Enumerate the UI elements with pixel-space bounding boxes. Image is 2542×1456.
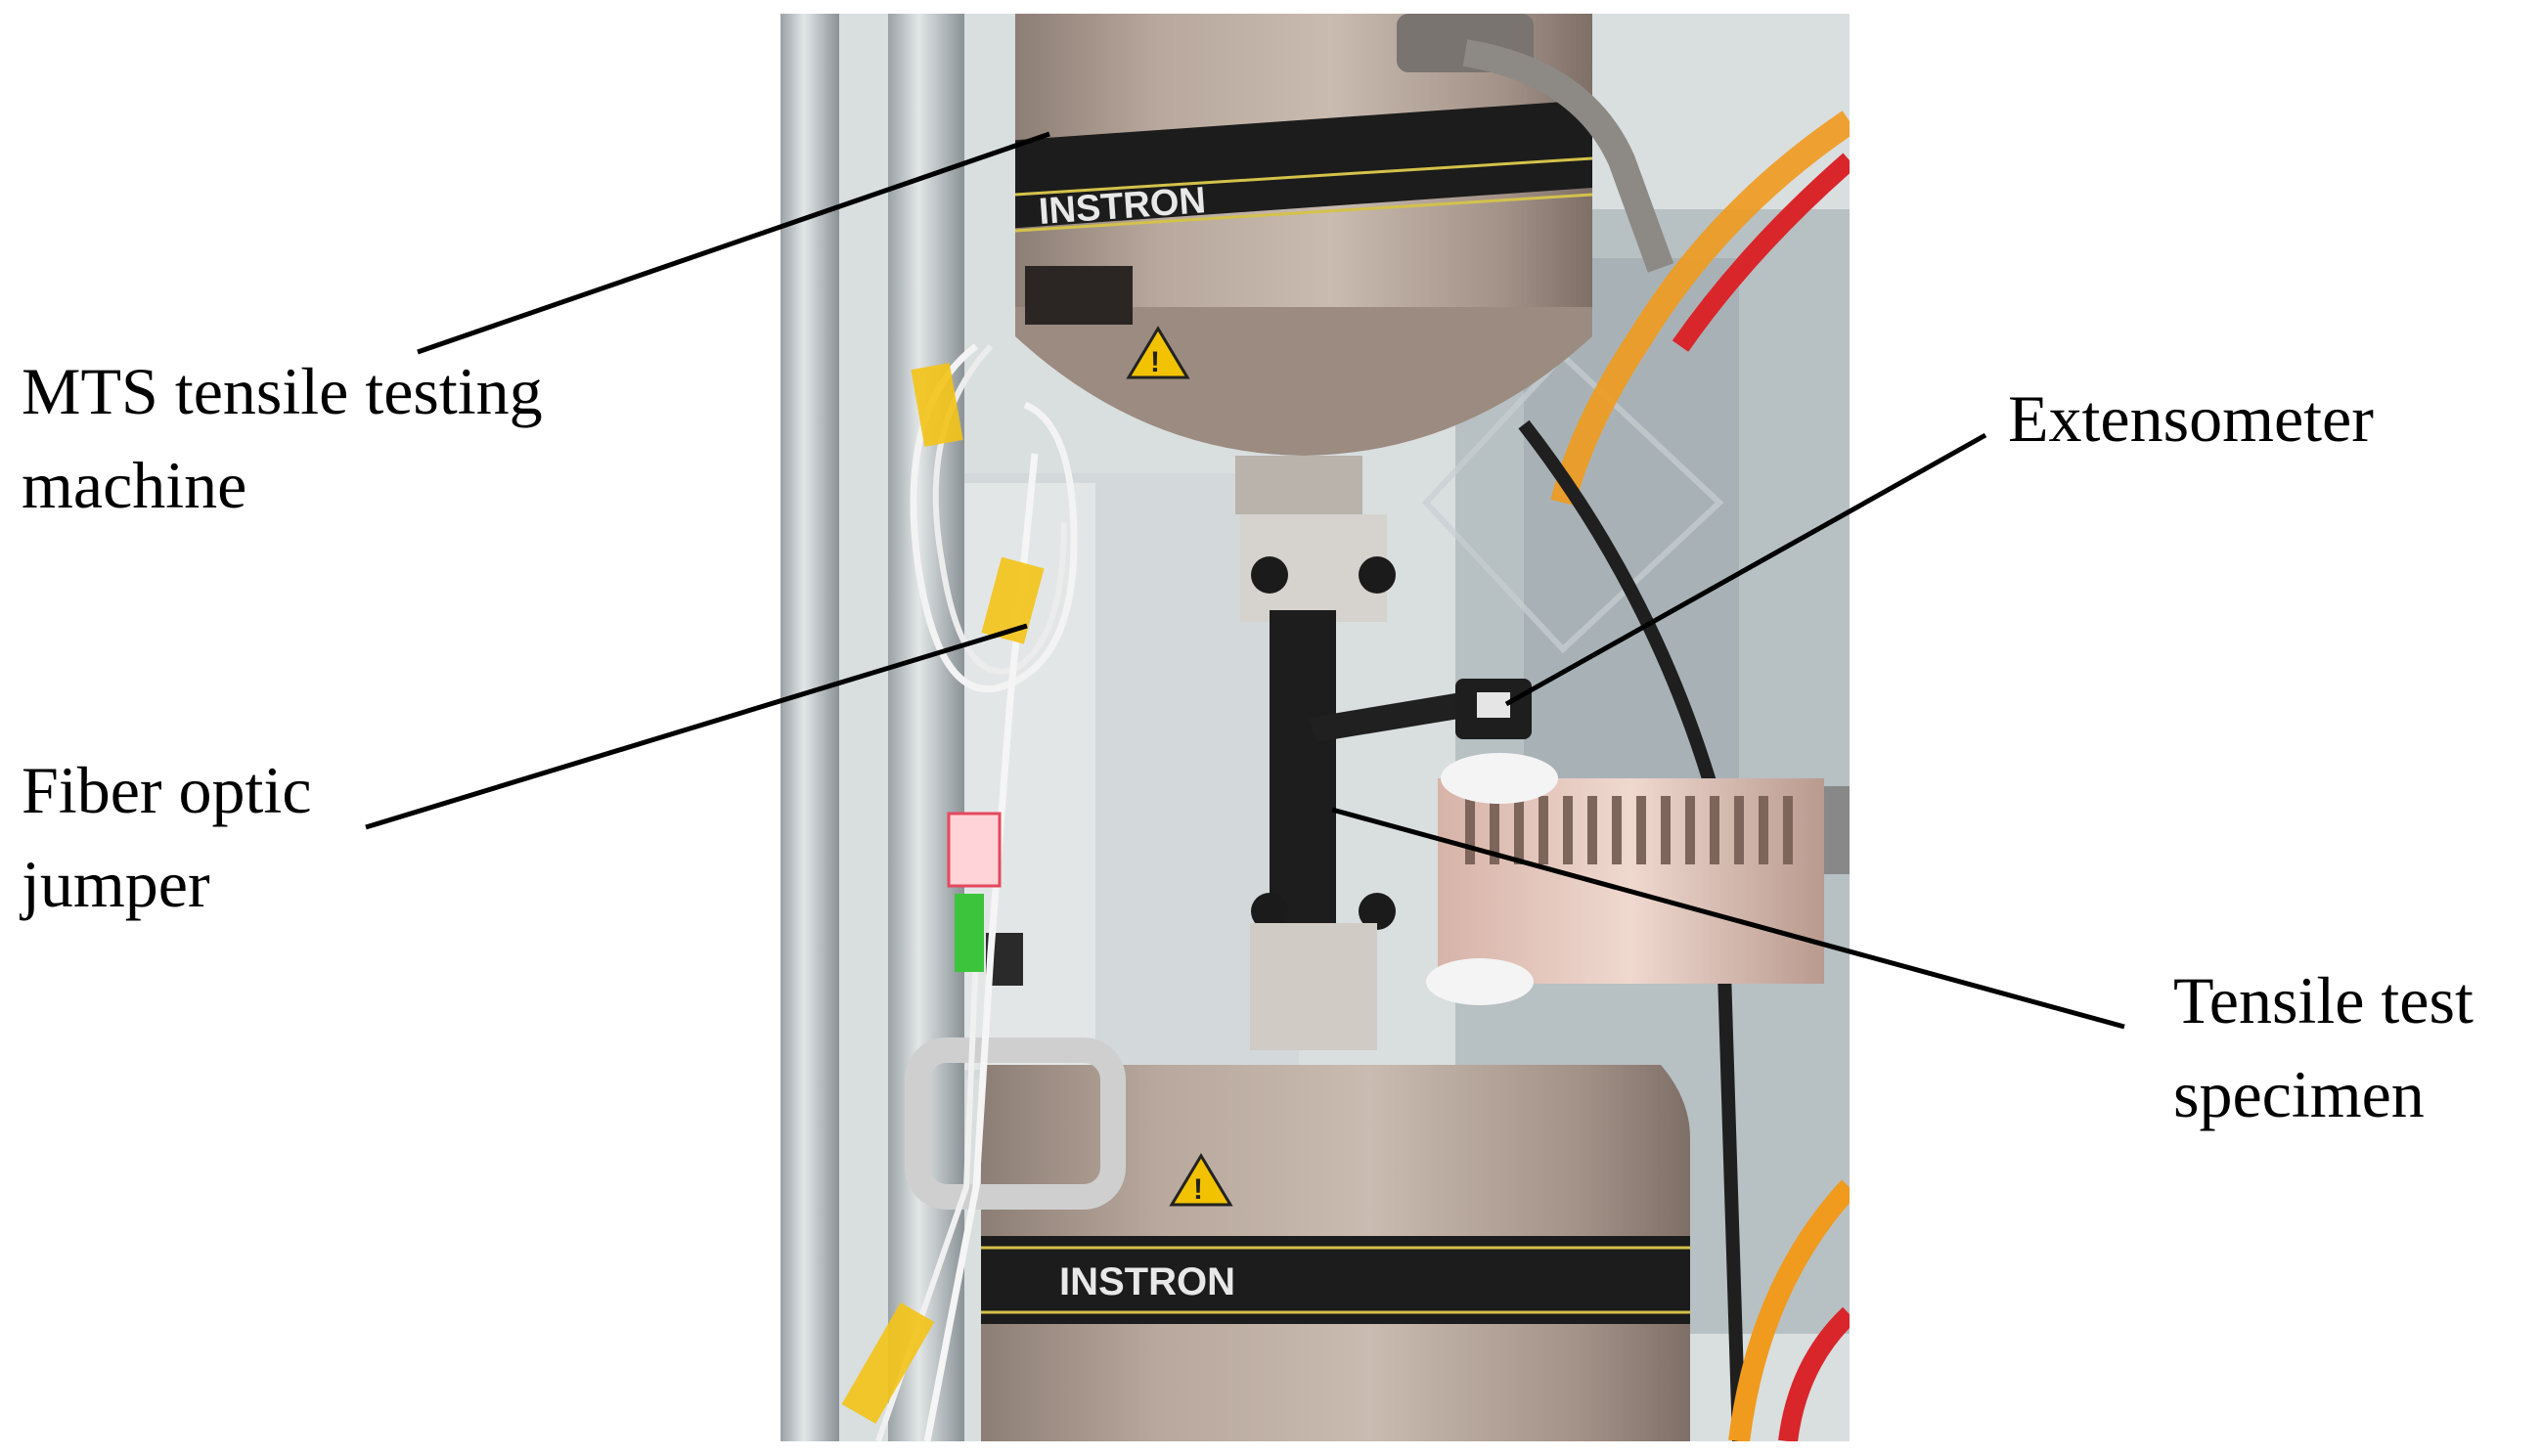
label-specimen: Tensile test specimen [2173,953,2474,1141]
label-mts-machine: MTS tensile testing machine [22,344,543,532]
label-extensometer-line1: Extensometer [2008,381,2374,456]
svg-text:!: ! [1193,1173,1203,1206]
tensile-test-photo: INSTRON ! [780,14,1850,1441]
svg-text:!: ! [1150,346,1160,378]
instron-logo-bottom: INSTRON [1059,1260,1235,1303]
label-mts-line1: MTS tensile testing [22,354,543,428]
photo-illustration: INSTRON ! [780,14,1850,1441]
label-specimen-line2: specimen [2173,1057,2425,1131]
specimen-shape [1270,610,1336,923]
label-fiber-jumper: Fiber optic jumper [22,743,312,931]
label-mts-line2: machine [22,448,247,522]
warning-icon-bottom [1169,1153,1233,1207]
label-specimen-line1: Tensile test [2173,963,2474,1037]
label-extensometer: Extensometer [2008,372,2374,465]
label-fiber-line2: jumper [22,847,210,921]
label-fiber-line1: Fiber optic [22,753,312,827]
warning-icon [1126,326,1190,379]
